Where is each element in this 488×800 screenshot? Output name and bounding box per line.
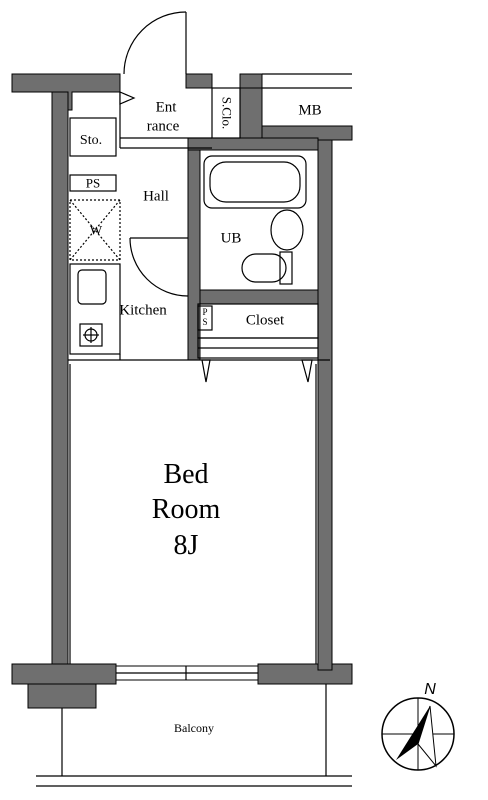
storage-label: Sto. [79,133,103,148]
walls [11,73,353,709]
bedroom-label-line1: Bed [163,459,209,490]
kitchen-label: Kitchen [119,302,167,319]
entrance-label-line1: Ent [155,99,177,116]
balcony-outline [36,683,352,787]
closet-label: Closet [245,312,285,329]
bedroom-size-label: 8J [173,530,199,561]
compass-icon [381,697,455,771]
unit-bath-label: UB [220,230,242,247]
hall-label: Hall [143,188,169,205]
compass-north-label: N [424,681,436,698]
shoe-closet-label: S.Clo. [219,96,235,130]
entrance-label-line2: rance [146,118,180,135]
washer-label: W [89,222,103,238]
interior-lines [68,73,352,680]
bedroom-label-line2: Room [151,494,221,525]
door-swings [119,11,189,297]
pipe-space-small-label: PS [202,307,208,327]
pipe-space-label: PS [85,175,101,191]
meter-box-label: MB [298,102,322,119]
balcony-label: Balcony [174,721,214,735]
